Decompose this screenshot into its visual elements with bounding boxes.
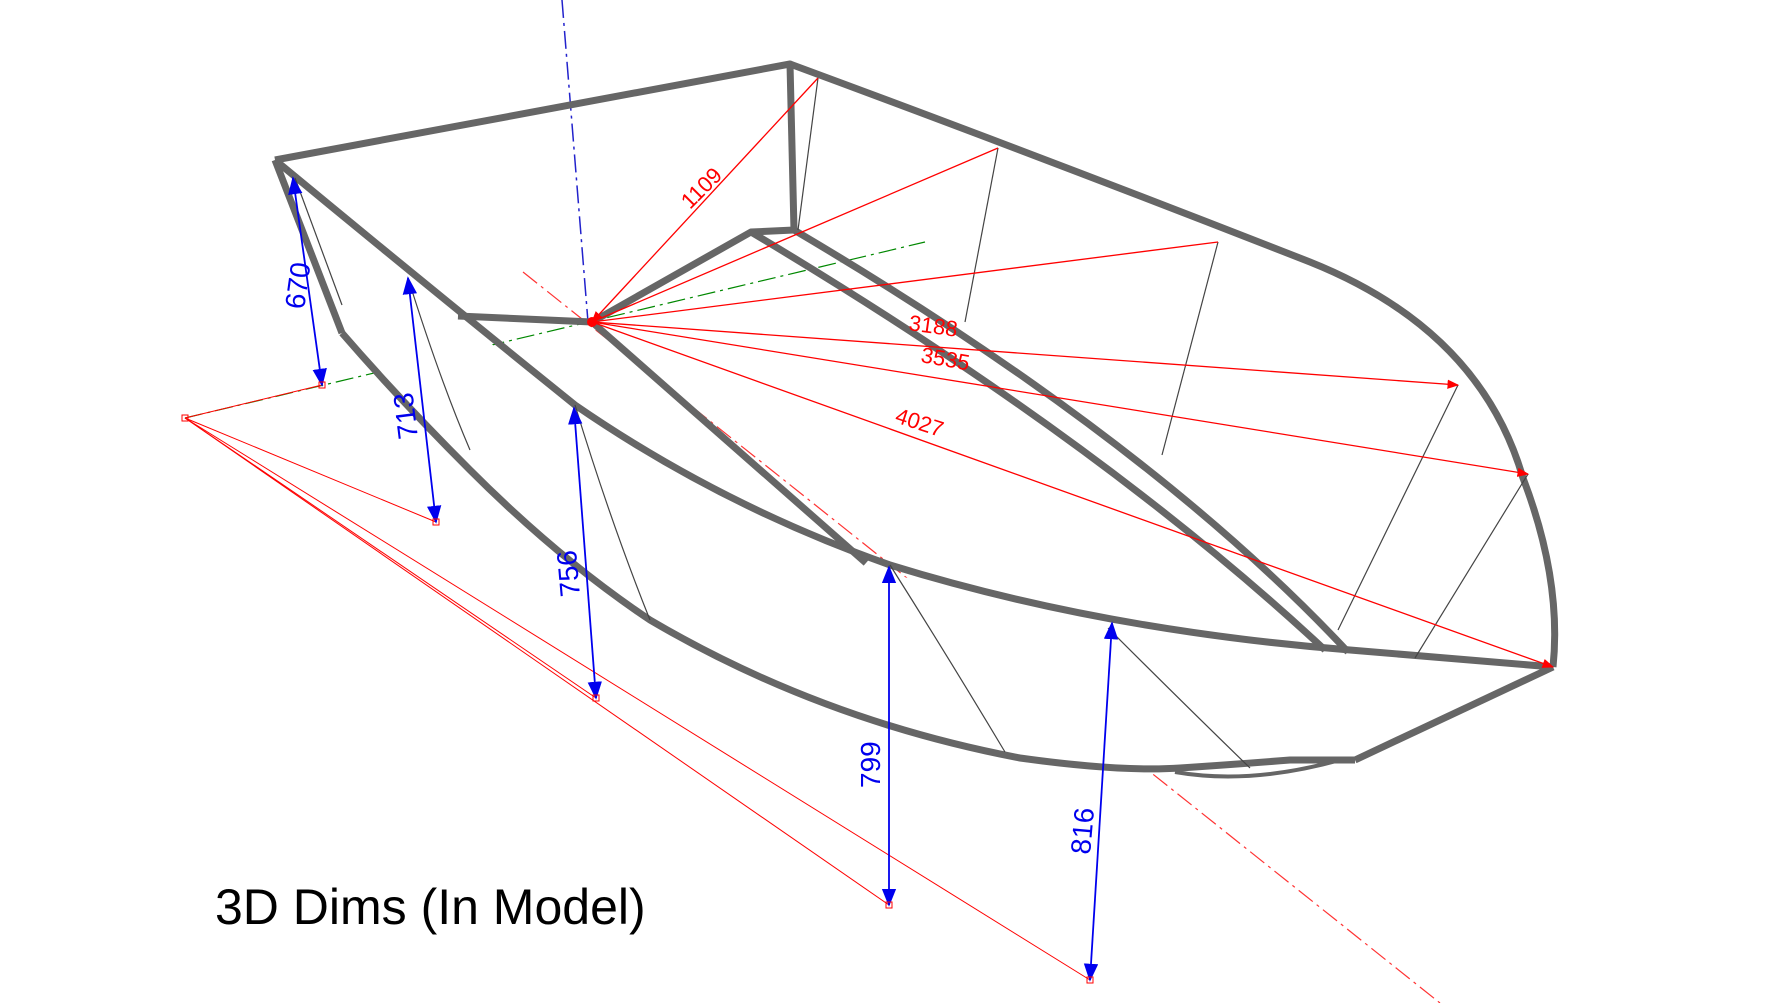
thwart-seat-top — [457, 226, 795, 326]
frame-3 — [1161, 241, 1219, 456]
marker-670 — [318, 381, 326, 389]
dim-line-3535 — [591, 321, 1530, 477]
marker-799 — [885, 901, 893, 909]
axis-blue-vertical — [561, 0, 589, 323]
marker-713 — [432, 518, 440, 526]
construction-lines — [181, 0, 1441, 1003]
dim-line-670 — [288, 176, 327, 387]
dim-origin-point — [587, 317, 597, 327]
label-756: 756 — [551, 549, 586, 598]
projection-line-4 — [184, 417, 1091, 981]
dim-line-b — [591, 241, 1219, 323]
hull-chine — [339, 330, 1355, 773]
gunwale-port — [788, 60, 1559, 668]
radial-dimensions — [587, 77, 1555, 668]
frame-1 — [797, 77, 819, 231]
radial-dimension-labels: 1109 3188 3535 4027 — [676, 162, 972, 441]
dim-line-3188 — [591, 321, 1460, 389]
label-816: 816 — [1065, 806, 1100, 855]
frame-2 — [964, 147, 999, 323]
hull-keel-underside — [1174, 758, 1341, 779]
label-1109: 1109 — [676, 162, 727, 213]
label-713: 713 — [387, 391, 423, 441]
diagram-caption: 3D Dims (In Model) — [215, 879, 646, 935]
projection-origin-marker — [181, 414, 189, 422]
label-3535: 3535 — [919, 342, 972, 375]
frame-6 — [1107, 627, 1251, 769]
projection-line-1 — [184, 417, 437, 523]
frame-4 — [1337, 384, 1459, 631]
frame-5 — [1414, 473, 1529, 659]
projection-line-5 — [184, 384, 323, 419]
chine-to-stern-edge — [1353, 663, 1555, 764]
marker-816 — [1086, 976, 1094, 984]
frame-7 — [889, 564, 1006, 753]
dim-line-816 — [1083, 621, 1119, 982]
label-4027: 4027 — [892, 403, 946, 442]
thwart-seat-diagonal — [589, 319, 869, 566]
projection-line-3 — [184, 417, 890, 906]
dim-line-4027 — [591, 321, 1555, 668]
transom-top — [274, 60, 798, 231]
projection-line-2 — [184, 417, 597, 699]
vertical-dimensions — [288, 176, 1119, 982]
dim-line-a — [591, 147, 999, 323]
dim-line-1109 — [591, 77, 819, 323]
hull-bottom-panel — [275, 160, 1553, 768]
keel-stringer-1 — [749, 228, 1328, 653]
label-799: 799 — [855, 741, 886, 788]
vertical-dimension-labels: 670 713 756 799 816 — [279, 260, 1100, 855]
dim-line-756 — [568, 406, 602, 700]
boat-hull — [271, 60, 1559, 779]
dim-line-713 — [402, 276, 442, 524]
keel-stringer-2 — [792, 226, 1351, 655]
marker-756 — [592, 694, 600, 702]
dimension-end-markers — [318, 381, 1094, 984]
label-670: 670 — [279, 260, 316, 311]
